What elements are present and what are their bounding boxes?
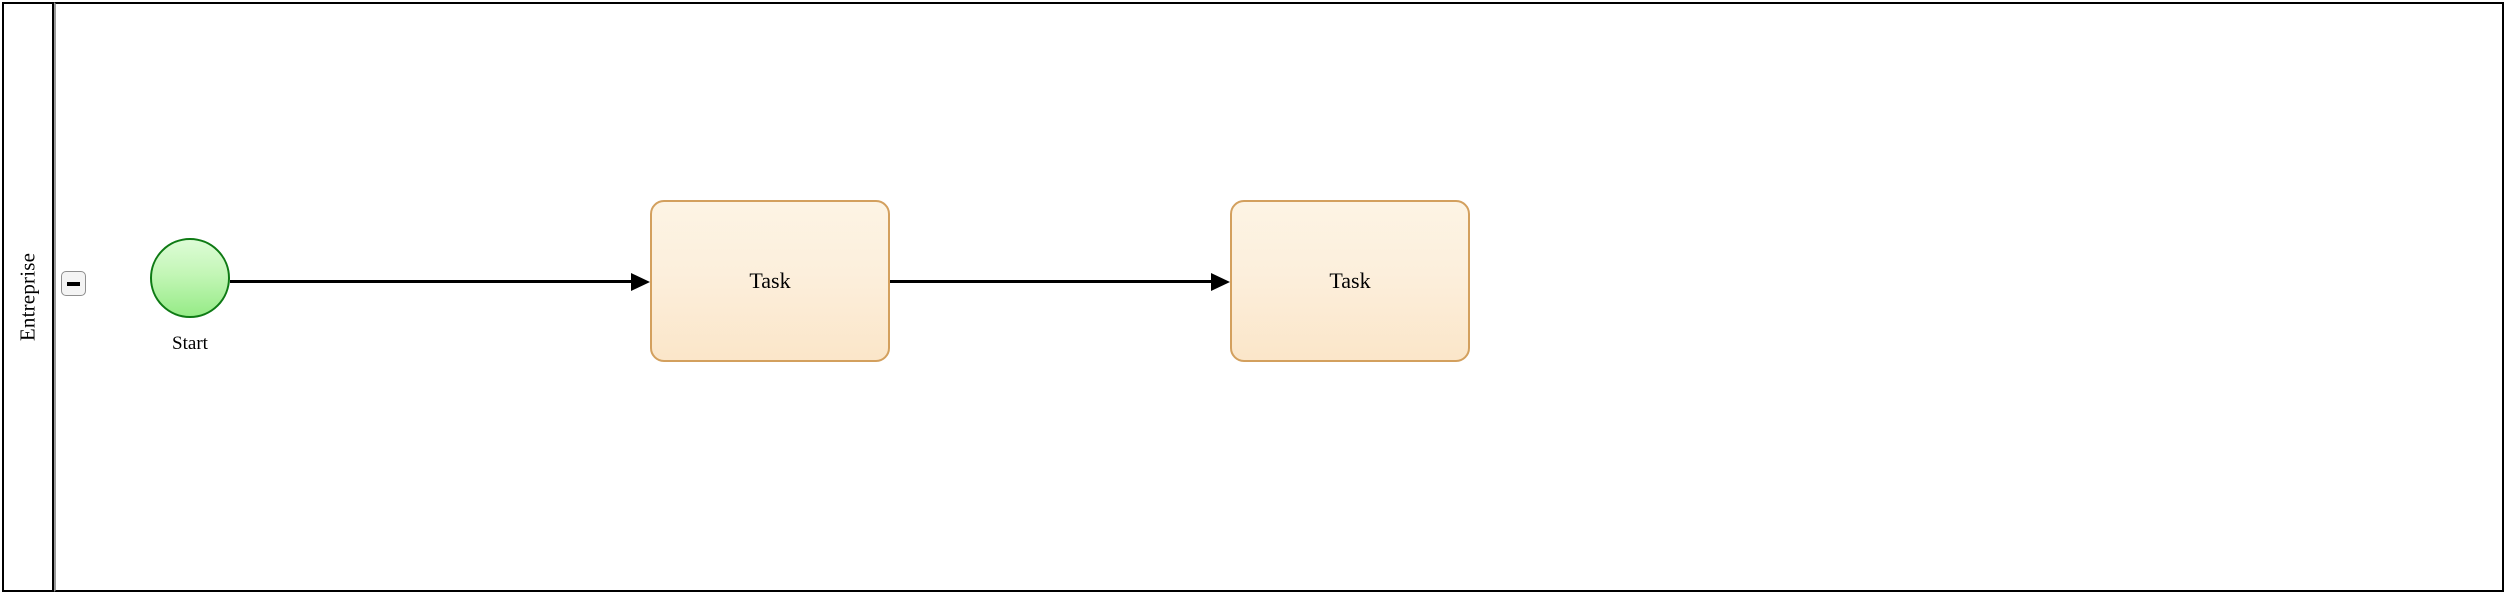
minus-icon: [67, 281, 80, 286]
pool-collapse-button[interactable]: [61, 271, 86, 296]
arrowhead-icon: [1211, 273, 1230, 291]
flow-line: [890, 280, 1212, 284]
sequence-flow-task-1-to-task-2[interactable]: [890, 272, 1230, 292]
start-event-node[interactable]: [150, 238, 230, 318]
sequence-flow-start-to-task-1[interactable]: [230, 272, 650, 292]
pool-title: Entreprise: [15, 252, 40, 342]
flow-line: [230, 280, 632, 284]
task-label: Task: [1329, 267, 1371, 293]
task-node-2[interactable]: Task: [1230, 200, 1470, 362]
task-node-1[interactable]: Task: [650, 200, 890, 362]
arrowhead-icon: [631, 273, 650, 291]
task-label: Task: [749, 267, 791, 293]
start-event-label: Start: [172, 333, 208, 354]
pool-header[interactable]: Entreprise: [2, 2, 54, 592]
